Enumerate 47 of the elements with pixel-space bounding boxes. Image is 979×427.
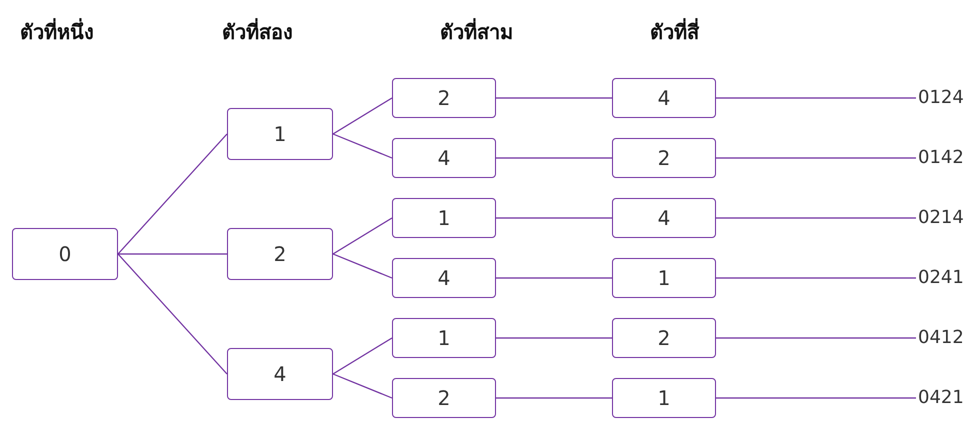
connector-line — [716, 397, 916, 399]
number-label: 0142 — [918, 146, 976, 170]
number-label: 0241 — [918, 266, 976, 290]
digit-box: 4 — [227, 348, 333, 400]
connector-line — [496, 217, 612, 219]
digit-box: 0 — [12, 228, 118, 280]
digit-box: 2 — [392, 378, 496, 418]
connector-line — [332, 97, 392, 135]
digit-box: 4 — [612, 78, 716, 118]
connector-line — [496, 97, 612, 99]
number-label: 0214 — [918, 206, 976, 230]
digit-box: 2 — [612, 318, 716, 358]
digit-box: 4 — [392, 258, 496, 298]
connector-line — [496, 157, 612, 159]
connector-line — [118, 254, 228, 374]
column-heading: ตัวที่หนึ่ง — [20, 17, 94, 46]
column-heading: ตัวที่สี่ — [650, 17, 699, 46]
connector-line — [716, 277, 916, 279]
digit-box: 4 — [392, 138, 496, 178]
connector-line — [332, 337, 392, 375]
connector-line — [716, 217, 916, 219]
connector-line — [332, 133, 392, 159]
column-heading: ตัวที่สาม — [440, 17, 513, 46]
digit-box: 2 — [392, 78, 496, 118]
connector-line — [496, 337, 612, 339]
number-label: 0421 — [918, 386, 976, 410]
digit-box: 1 — [392, 198, 496, 238]
connector-line — [118, 134, 228, 254]
digit-box: 1 — [392, 318, 496, 358]
number-label: 0124 — [918, 86, 976, 110]
connector-line — [118, 253, 227, 255]
connector-line — [716, 337, 916, 339]
column-heading: ตัวที่สอง — [222, 17, 293, 46]
connector-line — [332, 253, 392, 279]
connector-line — [716, 157, 916, 159]
connector-line — [496, 397, 612, 399]
connector-line — [716, 97, 916, 99]
number-label: 0412 — [918, 326, 976, 350]
connector-line — [496, 277, 612, 279]
connector-line — [332, 217, 392, 255]
digit-box: 2 — [612, 138, 716, 178]
digit-box: 4 — [612, 198, 716, 238]
connector-line — [332, 373, 392, 399]
digit-box: 2 — [227, 228, 333, 280]
digit-box: 1 — [227, 108, 333, 160]
digit-box: 1 — [612, 378, 716, 418]
digit-box: 1 — [612, 258, 716, 298]
